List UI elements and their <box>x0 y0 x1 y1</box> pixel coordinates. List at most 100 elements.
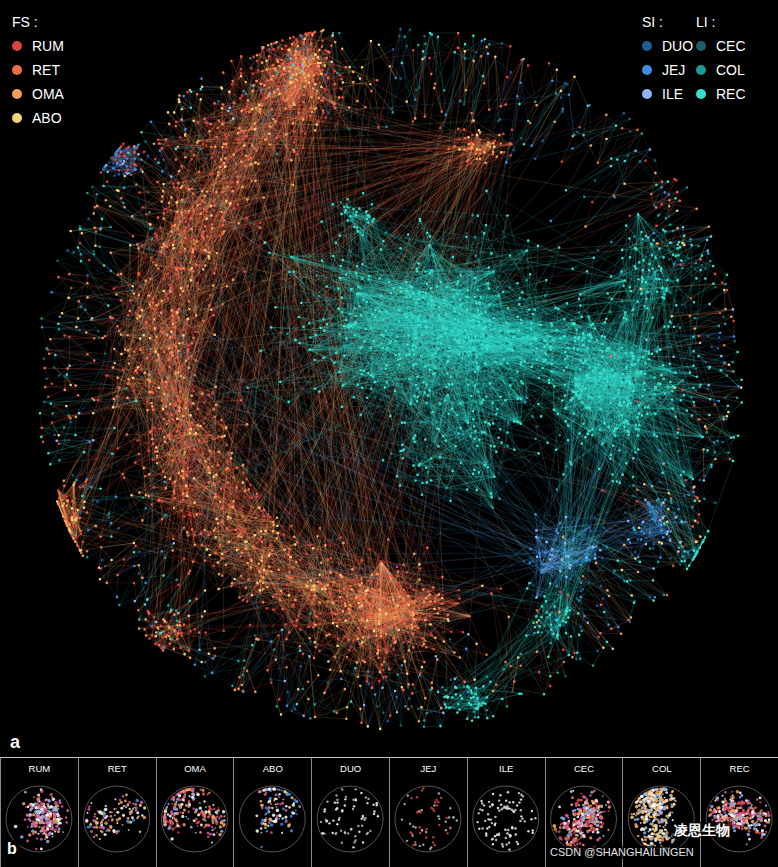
mini-node <box>128 801 131 804</box>
mini-node <box>648 795 652 799</box>
mini-node <box>508 801 510 803</box>
mini-node <box>589 820 592 823</box>
mini-node <box>414 841 416 843</box>
mini-node <box>188 795 190 797</box>
mini-node <box>197 814 200 817</box>
mini-node <box>719 816 722 819</box>
mini-node <box>497 807 499 809</box>
mini-node <box>749 802 752 805</box>
mini-node <box>666 807 668 809</box>
mini-node <box>220 821 224 825</box>
mini-node <box>270 803 272 805</box>
mini-node <box>646 811 648 813</box>
mini-node <box>577 812 581 816</box>
mini-node <box>583 795 586 798</box>
mini-node <box>45 833 48 836</box>
mini-node <box>634 823 637 826</box>
mini-node <box>100 830 102 832</box>
mini-node <box>44 838 46 840</box>
mini-node <box>190 788 192 790</box>
mini-node <box>654 807 656 809</box>
mini-node <box>163 820 166 823</box>
mini-node <box>719 813 722 816</box>
mini-node <box>479 808 481 810</box>
mini-node <box>358 831 360 833</box>
mini-node <box>437 815 439 817</box>
mini-node <box>520 809 522 811</box>
mini-node <box>366 802 368 804</box>
mini-node <box>768 818 770 820</box>
mini-node <box>645 793 648 796</box>
mini-node <box>643 831 646 834</box>
mini-node <box>568 820 570 822</box>
mini-node <box>425 828 427 830</box>
mini-node <box>212 833 215 836</box>
mini-node <box>41 827 44 830</box>
mini-node <box>638 797 641 800</box>
mini-node <box>596 814 599 817</box>
mini-node <box>658 838 661 841</box>
mini-node <box>760 816 763 819</box>
mini-node <box>670 803 672 805</box>
mini-node <box>658 832 660 834</box>
mini-node <box>741 825 743 827</box>
mini-node <box>601 815 603 817</box>
mini-node <box>580 799 583 802</box>
mini-node <box>587 807 589 809</box>
mini-node <box>759 796 762 799</box>
mini-node <box>488 826 490 828</box>
mini-node <box>644 817 646 819</box>
mini-node <box>290 815 293 818</box>
mini-node <box>716 796 719 799</box>
mini-node <box>756 820 758 822</box>
mini-node <box>483 804 485 806</box>
mini-node <box>26 840 29 843</box>
mini-node <box>135 799 138 802</box>
mini-network-outline <box>395 786 461 852</box>
mini-node <box>293 812 295 814</box>
mini-node <box>281 802 284 805</box>
mini-node <box>418 826 420 828</box>
mini-node <box>414 843 416 845</box>
mini-node <box>722 800 725 803</box>
mini-node <box>659 842 661 844</box>
mini-node <box>653 800 655 802</box>
mini-node <box>44 815 46 817</box>
mini-node <box>757 815 759 817</box>
mini-node <box>659 790 663 794</box>
mini-node <box>668 813 671 816</box>
mini-node <box>118 803 120 805</box>
mini-node <box>672 819 674 821</box>
mini-node <box>197 793 200 796</box>
mini-node <box>220 830 223 833</box>
mini-node <box>281 818 283 820</box>
mini-node <box>736 790 739 793</box>
mini-node <box>492 843 494 845</box>
mini-node <box>659 825 661 827</box>
mini-node <box>44 799 47 802</box>
mini-node <box>600 821 602 823</box>
mini-node <box>432 841 434 843</box>
mini-node <box>724 817 727 820</box>
mini-node <box>653 803 656 806</box>
mini-node <box>182 812 185 815</box>
mini-node <box>129 808 131 810</box>
mini-node <box>260 800 262 802</box>
mini-node <box>765 831 767 833</box>
mini-node <box>530 818 532 820</box>
mini-node <box>521 818 523 820</box>
mini-network-outline <box>162 786 228 852</box>
mini-node <box>47 833 50 836</box>
mini-node <box>659 835 662 838</box>
mini-node <box>95 834 97 836</box>
mini-node <box>595 817 598 820</box>
mini-node <box>209 808 212 811</box>
mini-node <box>126 804 129 807</box>
mini-node <box>366 833 368 835</box>
mini-node <box>637 813 639 815</box>
mini-node <box>282 798 284 800</box>
mini-node <box>724 791 727 794</box>
mini-node <box>61 818 63 820</box>
mini-node <box>295 809 297 811</box>
mini-node <box>167 803 169 805</box>
